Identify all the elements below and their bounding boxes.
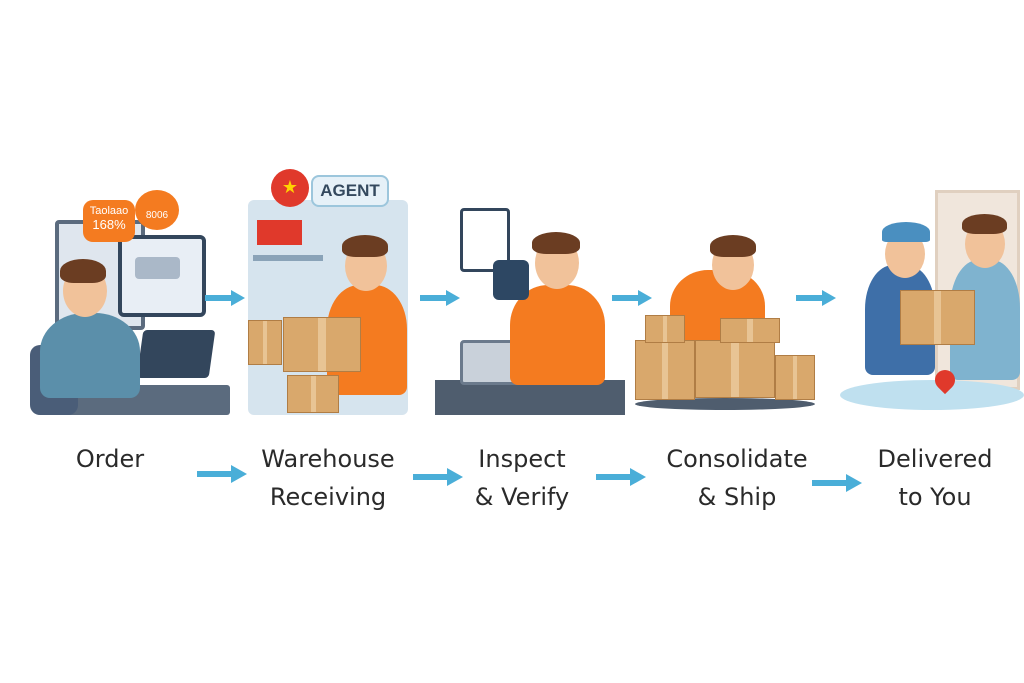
arrow-right-icon: [413, 468, 463, 486]
step-label-inspect: Inspect& Verify: [474, 445, 570, 511]
agent-bubble: AGENT: [311, 175, 389, 207]
arrow-right-icon: [197, 465, 247, 483]
step-label-consolidate: Consolidate& Ship: [666, 445, 808, 511]
arrow-right-icon: [596, 468, 646, 486]
warehouse-scene: ★ AGENT: [245, 165, 420, 415]
platform: [635, 398, 815, 410]
worker-hair: [710, 235, 756, 257]
box-top-left: [645, 315, 685, 343]
arrow-right-icon: [612, 290, 652, 306]
drill-image: [135, 257, 180, 279]
worker-hair: [532, 232, 580, 254]
arrow-right-icon: [420, 290, 460, 306]
man-torso: [40, 313, 140, 398]
store-name: Taolaao: [89, 205, 129, 217]
consolidate-scene: [630, 230, 820, 415]
package-box: [900, 290, 975, 345]
laptop: [136, 330, 216, 378]
shelf: [253, 255, 323, 261]
flag-icon: ★: [271, 169, 309, 207]
cap-icon: [882, 222, 930, 242]
arrow-right-icon: [812, 474, 862, 492]
agent-label: AGENT: [320, 181, 380, 200]
customer-hair: [962, 214, 1007, 234]
arrow-right-icon: [796, 290, 836, 306]
box-right: [775, 355, 815, 400]
man-hair: [60, 259, 106, 283]
arrow-right-icon: [205, 290, 245, 306]
worker-shirt: [510, 285, 605, 385]
box-stack-left: [635, 340, 695, 400]
wall-flag: [257, 220, 302, 245]
step-label-order: Order: [75, 445, 145, 473]
map-ground: [840, 380, 1024, 410]
floor-box: [287, 375, 339, 413]
box-center: [695, 340, 775, 398]
badge-text: 8006: [145, 210, 169, 221]
table: [435, 380, 625, 415]
order-scene: Taolaao 168% 8006: [30, 185, 240, 420]
scanner-device: [493, 260, 529, 300]
badge-bubble: 8006: [135, 190, 179, 230]
inspect-scene: [435, 205, 625, 415]
worker-hair: [342, 235, 388, 257]
side-box: [248, 320, 282, 365]
delivery-scene: [840, 190, 1024, 415]
carried-box: [283, 317, 361, 372]
store-price-bubble: Taolaao 168%: [83, 200, 135, 242]
price: 168%: [92, 217, 126, 232]
box-top-center: [720, 318, 780, 343]
